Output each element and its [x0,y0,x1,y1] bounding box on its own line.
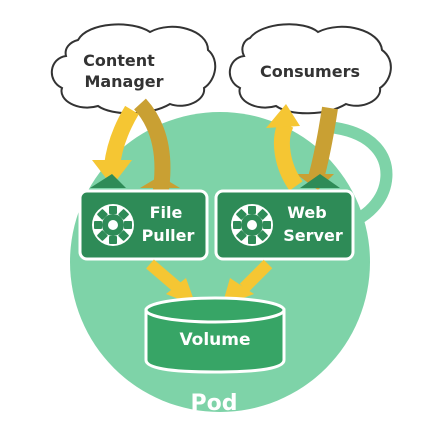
file-puller-gear-icon [92,204,134,246]
pod-label: Pod [191,391,238,416]
arrow-server-to-volume-icon [239,259,273,293]
consumers-cloud: Consumers [229,23,392,115]
volume-top [144,296,286,324]
file-puller-container: File Puller [78,189,209,261]
file-puller-label-line1: File [150,203,183,222]
arrow-content-to-puller-head-icon [92,160,132,186]
web-server-container: Web Server [214,189,355,261]
arrow-puller-to-volume-icon [146,259,182,293]
file-puller-label-line2: Puller [142,226,195,245]
arrow-server-to-consumers [266,104,340,191]
web-server-gear-icon [231,204,273,246]
content-manager-cloud-shape [51,23,217,115]
arrow-server-to-consumers-shaft-icon [273,120,303,191]
content-manager-label-line2: Manager [84,72,163,91]
pod-loop-arc [330,122,393,231]
consumers-label: Consumers [260,62,360,81]
arrow-puller-base-icon [90,174,126,188]
web-server-label-line1: Web [287,203,326,222]
arrow-content-to-puller [90,98,180,198]
content-manager-cloud: Content Manager [51,23,217,115]
volume-label: Volume [179,330,250,350]
web-server-label-line2: Server [283,226,343,245]
arrow-server-base-icon [300,174,340,188]
arrow-consumers-to-server-icon [308,106,338,181]
consumers-cloud-shape [229,23,392,115]
arrow-puller-head-dark-icon [140,176,180,188]
arrow-server-to-consumers-head-icon [266,104,300,128]
content-manager-label-line1: Content [83,51,155,70]
volume-body [144,308,286,374]
volume: Volume [144,296,286,374]
